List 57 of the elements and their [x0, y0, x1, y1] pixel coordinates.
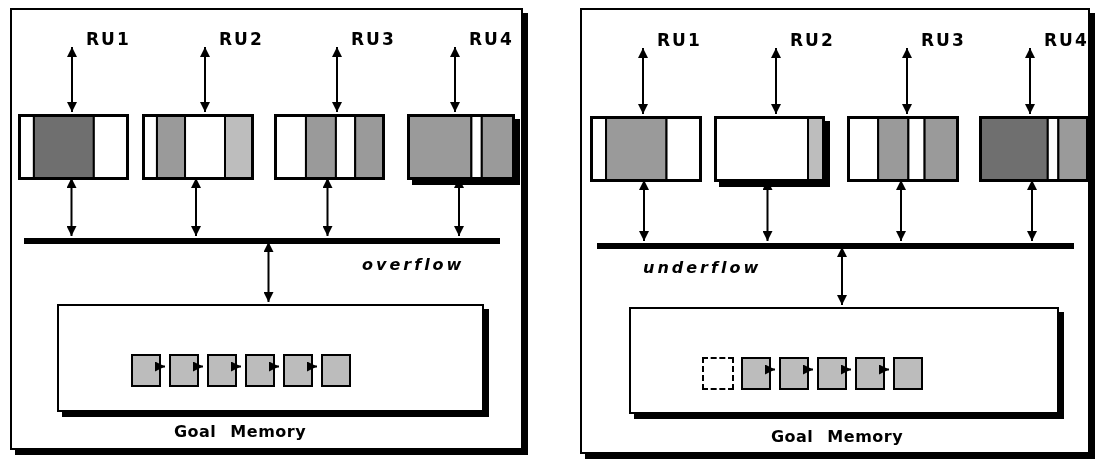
- arrow: [307, 361, 318, 372]
- arrow: [450, 46, 460, 113]
- arrow: [841, 364, 852, 375]
- unit-label: RU4: [451, 29, 527, 49]
- arrow: [67, 46, 77, 113]
- memory-caption: Goal Memory: [769, 427, 905, 446]
- arrow: [638, 47, 648, 115]
- register-box: [142, 114, 254, 180]
- register-box: [18, 114, 129, 180]
- goal-cell: [855, 357, 885, 390]
- arrow: [155, 361, 166, 372]
- arrow: [879, 364, 890, 375]
- memory-caption: Goal Memory: [172, 422, 308, 441]
- unit-label: RU4: [1026, 30, 1096, 50]
- arrow: [269, 361, 280, 372]
- flow-label: overflow: [362, 255, 465, 274]
- unit-label: RU3: [903, 30, 983, 50]
- arrow: [193, 361, 204, 372]
- register-box: [979, 116, 1089, 182]
- arrow: [803, 364, 814, 375]
- arrow: [322, 177, 333, 237]
- arrow: [1027, 179, 1037, 242]
- goal-cell: [779, 357, 809, 390]
- goal-cell: [741, 357, 771, 390]
- arrow: [332, 46, 342, 113]
- goal-cell: [817, 357, 847, 390]
- goal-cell: [893, 357, 923, 390]
- goal-cell: [245, 354, 275, 387]
- arrow: [1025, 47, 1035, 115]
- arrow: [200, 46, 210, 113]
- flow-label: underflow: [643, 258, 762, 277]
- arrow: [896, 179, 906, 242]
- register-box: [847, 116, 959, 182]
- unit-label: RU1: [639, 30, 719, 50]
- arrow: [837, 246, 847, 306]
- arrow: [765, 364, 776, 375]
- arrow: [66, 177, 77, 237]
- unit-label: RU2: [201, 29, 281, 49]
- arrow: [231, 361, 242, 372]
- arrow: [191, 177, 201, 237]
- goal-cell: [283, 354, 313, 387]
- register-box: [274, 114, 385, 180]
- unit-label: RU1: [68, 29, 148, 49]
- goal-cell: [169, 354, 199, 387]
- unit-label: RU3: [333, 29, 413, 49]
- goal-cell: [207, 354, 237, 387]
- goal-cell: [131, 354, 161, 387]
- arrow: [771, 47, 781, 115]
- arrow: [263, 241, 274, 303]
- bus-bar: [24, 238, 500, 244]
- unit-label: RU2: [772, 30, 852, 50]
- arrow: [639, 179, 649, 242]
- goal-cell: [321, 354, 351, 387]
- arrow: [902, 47, 912, 115]
- empty-goal-slot: [702, 357, 734, 390]
- bus-bar: [597, 243, 1074, 249]
- register-box: [590, 116, 702, 182]
